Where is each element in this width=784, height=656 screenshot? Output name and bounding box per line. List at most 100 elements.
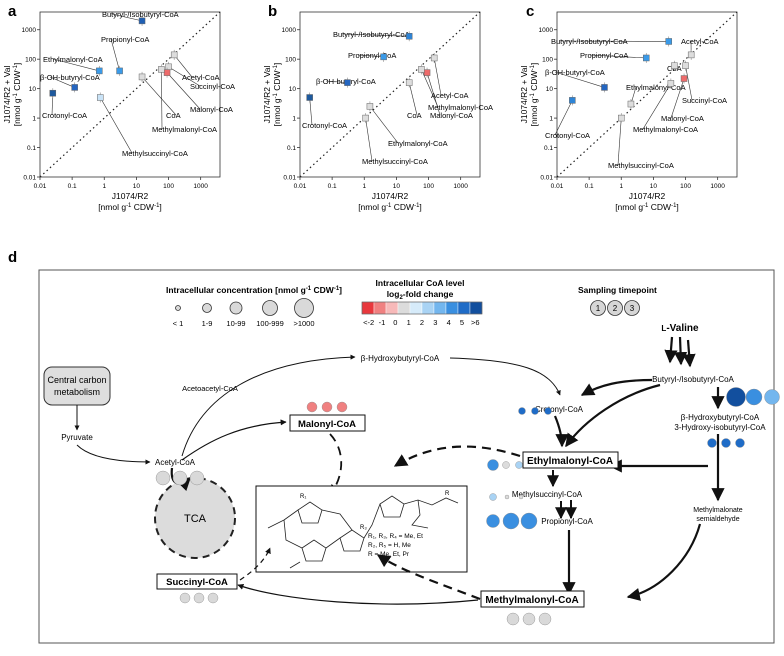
point-label: β-OH-butyryl-CoA — [545, 68, 605, 77]
pyruvate-label: Pyruvate — [61, 433, 93, 442]
point-label: Acetyl-CoA — [431, 91, 469, 100]
x-tick-label: 10 — [133, 183, 141, 190]
data-point — [683, 63, 689, 69]
legend-conc-label: < 1 — [173, 319, 184, 328]
point-label: Acetyl-CoA — [182, 73, 220, 82]
y-tick-label: 10 — [29, 86, 37, 93]
x-tick-label: 100 — [680, 183, 691, 190]
x-tick-label: 0.01 — [551, 183, 564, 190]
point-label: Crotonyl-CoA — [545, 131, 590, 140]
panel-letter-c: c — [526, 3, 534, 20]
x-tick-label: 1 — [102, 183, 106, 190]
bubble-methylmalonyl — [507, 613, 519, 625]
y-tick-label: 1000 — [282, 27, 297, 34]
mm-semi-label-2: semialdehyde — [696, 516, 739, 523]
struct-r-mark: R — [445, 491, 450, 497]
x-axis-unit: [nmol g-1 CDW-1] — [358, 202, 422, 212]
legend-fc-swatch — [362, 302, 374, 314]
legend-fc-label: 0 — [393, 318, 397, 327]
scatter-panel-c: 0.010.010.10.111101010010010001000J1074/… — [519, 12, 737, 212]
data-point — [363, 115, 369, 121]
bubble-propionyl — [487, 515, 500, 528]
legend-conc-circle — [263, 301, 278, 316]
data-point — [643, 55, 649, 61]
leader-line — [100, 98, 132, 153]
legend-fc-label: 4 — [447, 318, 451, 327]
scatter-panels: 0.010.010.10.111101010010010001000J1074/… — [2, 10, 737, 212]
y-tick-label: 100 — [25, 57, 36, 64]
y-tick-label: 100 — [542, 57, 553, 64]
x-axis-label: J1074/R2 — [629, 191, 666, 201]
bubble-methylmalonyl — [523, 613, 535, 625]
x-tick-label: 100 — [163, 183, 174, 190]
data-point — [601, 84, 607, 90]
y-tick-label: 0.01 — [283, 175, 296, 182]
leader-line — [370, 106, 398, 143]
acetoacetyl-coa-label: Acetoacetyl-CoA — [182, 384, 238, 393]
legend-fc-title: Intracellular CoA level — [376, 278, 465, 288]
bubble-succinyl — [194, 593, 204, 603]
y-tick-label: 0.1 — [544, 145, 553, 152]
y-tick-label: 1 — [549, 116, 553, 123]
bubble-methylmalonyl — [539, 613, 551, 625]
point-label: Methylmalonyl-CoA — [428, 103, 493, 112]
data-point — [50, 90, 56, 96]
data-point — [668, 80, 674, 86]
legend-fc-swatch — [374, 302, 386, 314]
scatter-panel-a: 0.010.010.10.111101010010010001000J1074/… — [2, 10, 235, 212]
data-point — [164, 70, 170, 76]
x-tick-label: 100 — [423, 183, 434, 190]
bubble-hb — [722, 439, 731, 448]
bubble-crotonyl — [532, 408, 539, 415]
data-point — [139, 74, 145, 80]
legend-fc-swatch — [386, 302, 398, 314]
legend-fc-swatch — [446, 302, 458, 314]
bubble-succinyl — [180, 593, 190, 603]
x-tick-label: 0.1 — [68, 183, 77, 190]
point-label: Ethylmalonyl-CoA — [43, 55, 103, 64]
x-tick-label: 10 — [393, 183, 401, 190]
point-label: Succinyl-CoA — [682, 96, 727, 105]
y-tick-label: 0.01 — [23, 175, 36, 182]
legend-fold-change: Intracellular CoA level log2-fold change… — [362, 278, 482, 327]
legend-fc-swatch — [470, 302, 482, 314]
y-tick-label: 10 — [289, 86, 297, 93]
y-axis-unit: [nmol g-1 CDW-1] — [529, 63, 539, 127]
bubble-malonyl — [307, 402, 317, 412]
acetyl-coa-label: Acetyl-CoA — [155, 458, 196, 467]
point-label: CoA — [166, 111, 181, 120]
data-point — [628, 101, 634, 107]
y-tick-label: 1 — [292, 116, 296, 123]
bubble-butyryl — [765, 390, 780, 405]
point-label: Malonyl-CoA — [190, 105, 233, 114]
bubble-acetyl — [156, 471, 170, 485]
struct-r3-mark: R₃ — [360, 525, 367, 531]
data-point — [139, 18, 145, 24]
x-axis-unit: [nmol g-1 CDW-1] — [98, 202, 162, 212]
point-label: Butyryl-/Isobutyryl-CoA — [551, 37, 628, 46]
y-axis-label: J1074/R2 + Val — [262, 66, 272, 124]
y-tick-label: 0.1 — [27, 145, 36, 152]
point-label: Methylmalonyl-CoA — [152, 125, 217, 134]
y-axis-label: J1074/R2 + Val — [2, 66, 12, 124]
y-tick-label: 0.1 — [287, 145, 296, 152]
legend-conc-label: 10-99 — [226, 319, 245, 328]
legend-time-label: 1 — [596, 304, 601, 313]
data-point — [681, 76, 687, 82]
legend-fc-label: 5 — [460, 318, 464, 327]
butyryl-coa-label: Butyryl-/Isobutyryl-CoA — [652, 375, 734, 384]
malonyl-coa-label: Malonyl-CoA — [298, 419, 356, 430]
leader-line — [686, 66, 692, 100]
ethylmalonyl-coa-label: Ethylmalonyl-CoA — [527, 456, 613, 467]
data-point — [171, 52, 177, 58]
y-tick-label: 0.01 — [540, 175, 553, 182]
bubble-ethylmalonyl — [516, 462, 523, 469]
point-label: Propionyl-CoA — [348, 51, 396, 60]
data-point — [158, 66, 164, 72]
scatter-panel-b: 0.010.010.10.111101010010010001000J1074/… — [262, 12, 493, 212]
y-tick-label: 10 — [546, 86, 554, 93]
point-label: Ethylmalonyl-CoA — [388, 139, 448, 148]
legend-time-title: Sampling timepoint — [578, 285, 657, 295]
legend-fc-label: >6 — [471, 318, 480, 327]
